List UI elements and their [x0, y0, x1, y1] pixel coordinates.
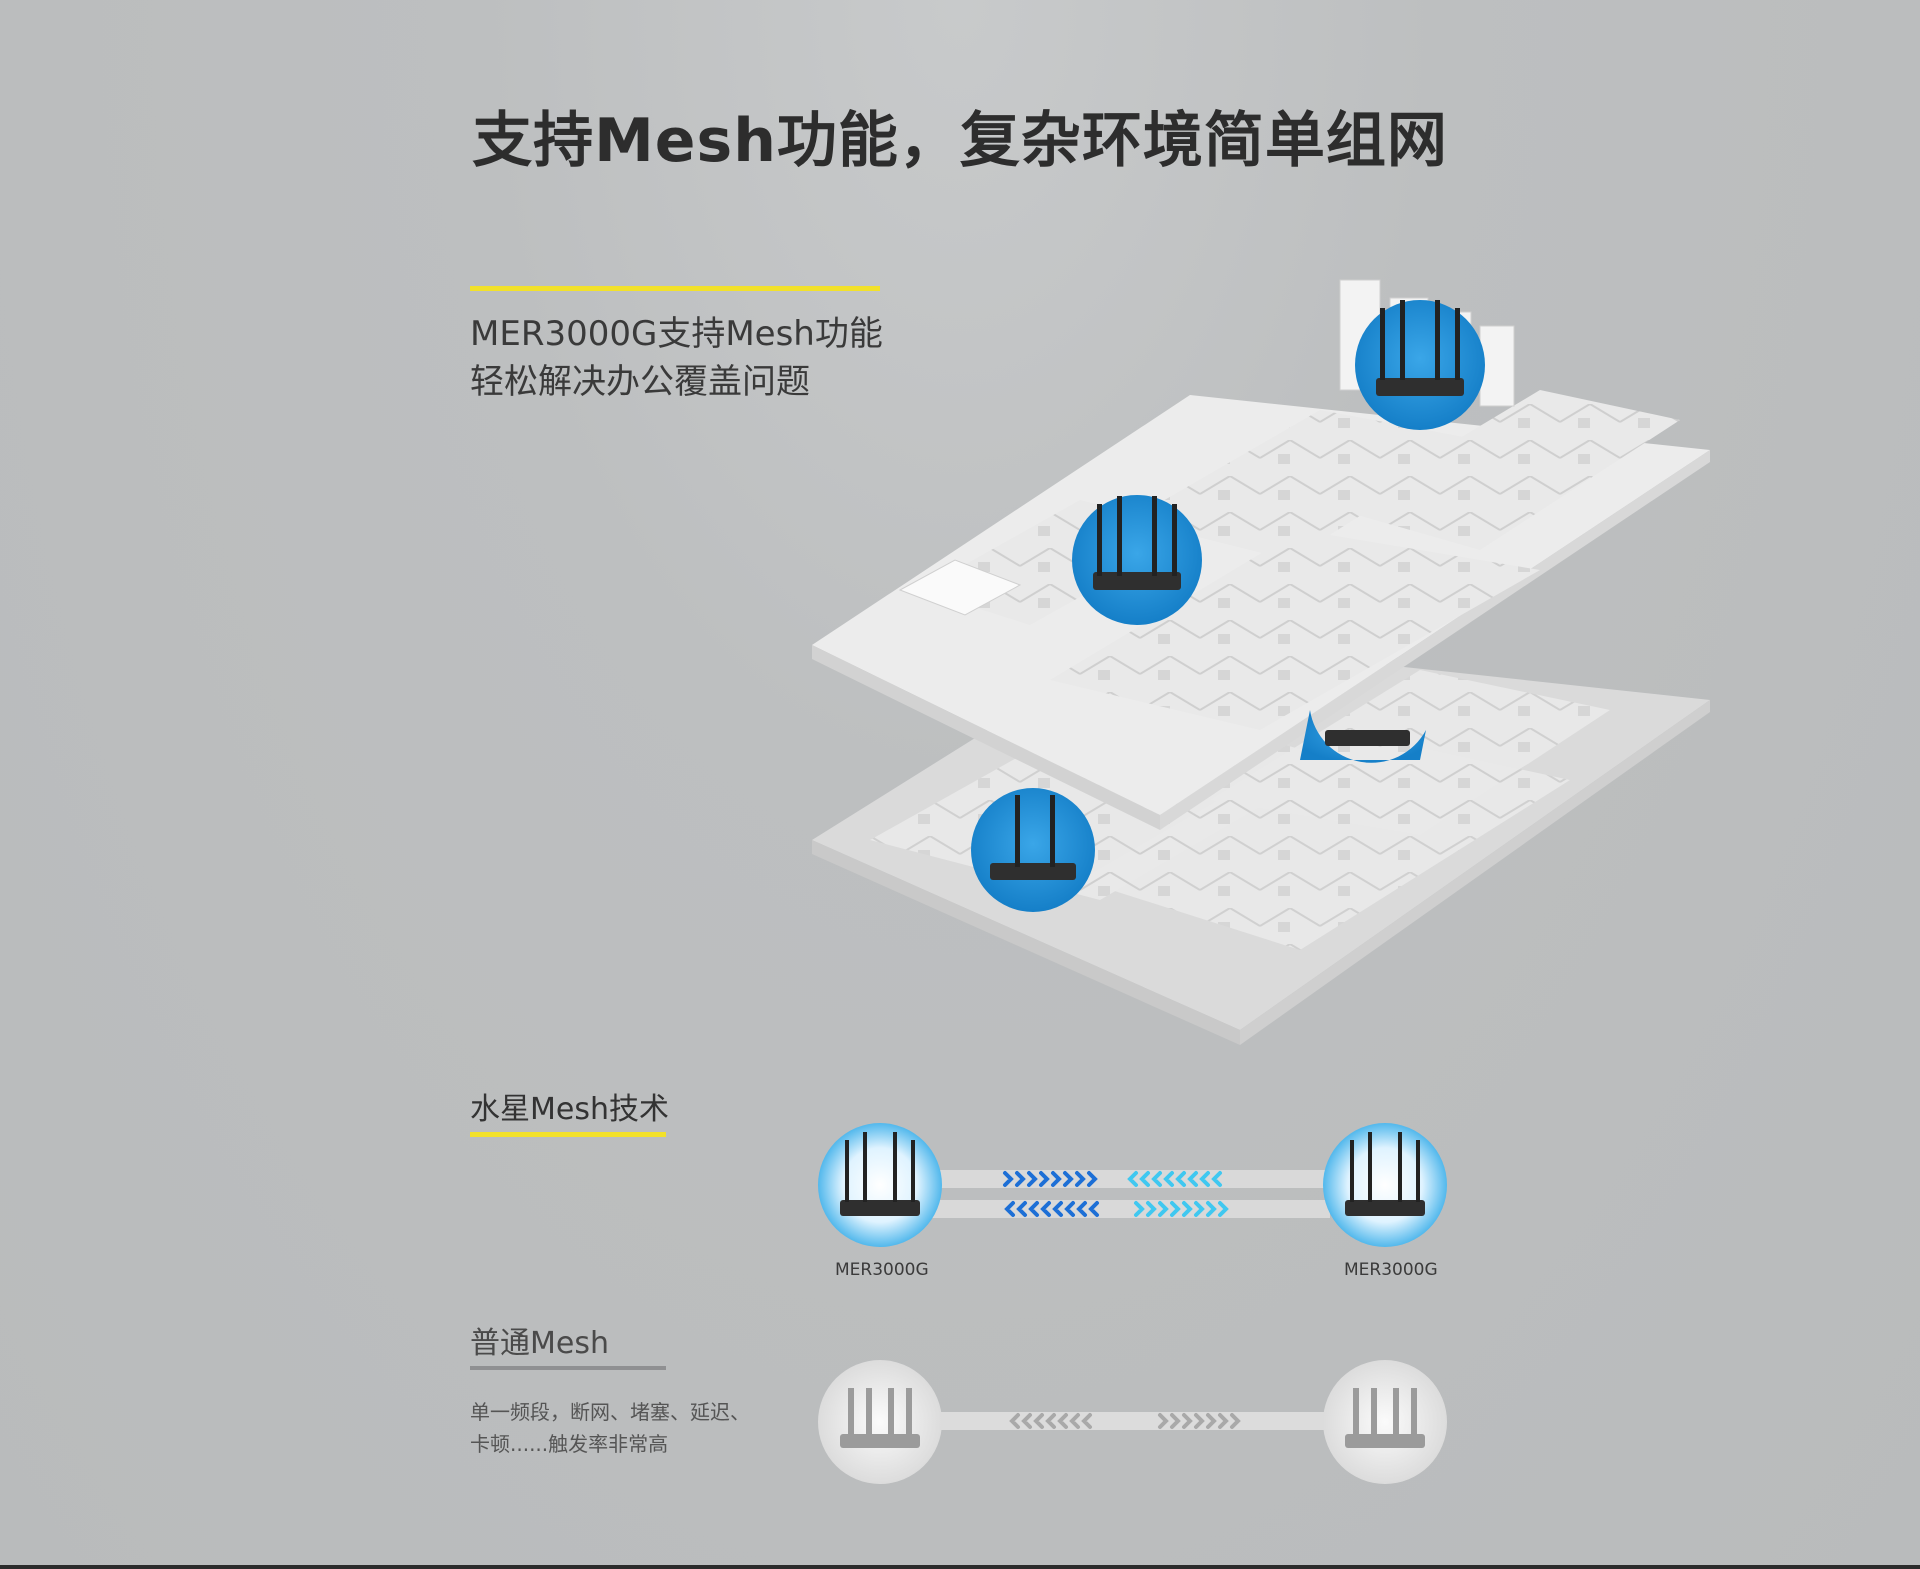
- tech-label: 水星Mesh技术: [470, 1092, 669, 1127]
- tech-right-model-label: MER3000G: [1344, 1260, 1438, 1280]
- normal-desc-line-2: 卡顿......触发率非常高: [470, 1432, 669, 1456]
- intro-accent-line: [470, 286, 880, 291]
- router-marker-1: [1355, 300, 1485, 430]
- router-marker-4: [971, 788, 1095, 912]
- intro-line-2: 轻松解决办公覆盖问题: [470, 362, 810, 402]
- router-marker-3: [1300, 710, 1426, 763]
- bottom-divider: [0, 1565, 1920, 1569]
- normal-mesh-diagram: [818, 1360, 1447, 1484]
- normal-router-right: [1323, 1360, 1447, 1484]
- tech-accent-line: [470, 1132, 666, 1137]
- page-title: 支持Mesh功能，复杂环境简单组网: [472, 106, 1448, 176]
- normal-description: 单一频段，断网、堵塞、延迟、 卡顿......触发率非常高: [470, 1396, 750, 1460]
- tech-mesh-diagram: [818, 1123, 1447, 1247]
- tech-left-model-label: MER3000G: [835, 1260, 929, 1280]
- mesh-comparison-diagrams: [818, 1123, 1447, 1484]
- office-floor-illustration: [812, 279, 1710, 1045]
- normal-desc-line-1: 单一频段，断网、堵塞、延迟、: [470, 1400, 750, 1424]
- normal-accent-line: [470, 1366, 666, 1370]
- router-marker-2: [1072, 495, 1202, 625]
- signal-arrow-icon: [1003, 1171, 1229, 1217]
- intro-text: MER3000G支持Mesh功能 轻松解决办公覆盖问题: [470, 310, 883, 406]
- signal-arrow-icon: [1009, 1413, 1241, 1429]
- normal-router-left: [818, 1360, 942, 1484]
- intro-line-1: MER3000G支持Mesh功能: [470, 314, 883, 354]
- tech-router-right: [1323, 1123, 1447, 1247]
- tech-router-left: [818, 1123, 942, 1247]
- normal-label: 普通Mesh: [470, 1326, 609, 1361]
